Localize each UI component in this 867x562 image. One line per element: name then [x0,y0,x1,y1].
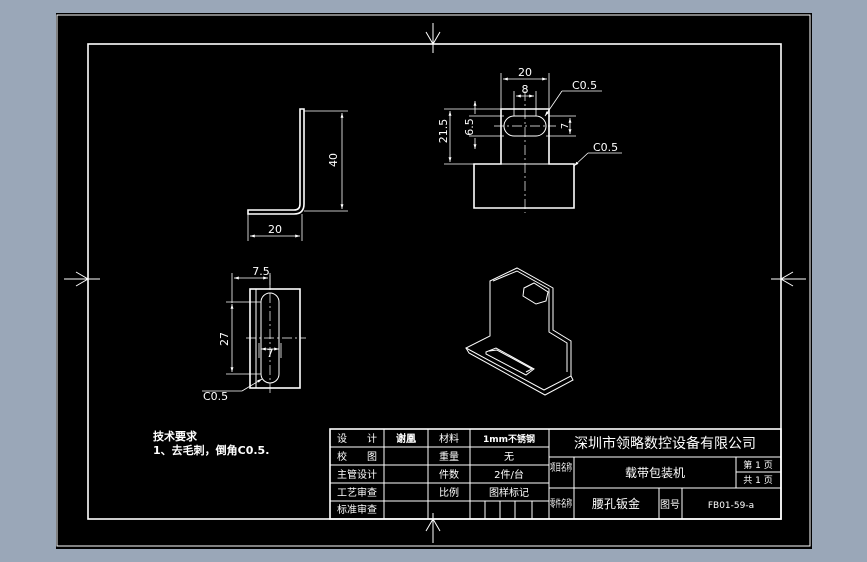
technical-notes: 技术要求 1、去毛刺，倒角C0.5. [153,429,269,457]
part-label: 零件名称 [550,497,572,510]
dim-slot-length: 8 [522,83,529,96]
dim-slot-offset: 7 [560,123,571,129]
dim-top-width: 20 [518,66,532,79]
material-value: 1mm不锈钢 [483,433,535,445]
row-label-chief: 主管设计 [337,468,377,481]
row-label-design: 设 计 [337,432,377,445]
qty-label: 件数 [439,468,459,481]
scale-label: 比例 [439,486,459,499]
dim-slot-depth: 21.5 [437,119,450,144]
dim-side-slot: 7 [267,347,274,360]
dim-front-height: 40 [327,153,340,167]
dim-front-width: 20 [268,223,282,236]
weight-value: 无 [504,452,514,463]
cad-viewport[interactable]: 40 20 20 8 C0.5 6.5 21.5 [56,13,812,549]
dim-slot-chamfer: C0.5 [572,79,597,92]
row-label-process: 工艺审查 [337,486,377,499]
sheet-label: 第 1 页 [743,459,772,471]
part-name: 腰孔钣金 [592,496,640,511]
dim-side-width: 7.5 [252,265,270,278]
notes-line1: 1、去毛刺，倒角C0.5. [153,443,269,457]
drawing-no-label: 图号 [660,499,680,511]
isometric-view [464,267,574,396]
company-name: 深圳市领略数控设备有限公司 [574,435,756,452]
drawing-no: FB01-59-a [708,501,754,511]
total-label: 共 1 页 [743,475,772,486]
project-label: 项目名称 [550,461,572,474]
title-block: 设 计 校 图 主管设计 工艺审查 标准审查 谢凰 材料 1mm不锈钢 重量 无… [329,428,782,520]
outer-frame [56,14,811,547]
dim-side-chamfer: C0.5 [203,390,228,403]
designer-name: 谢凰 [396,432,416,445]
drawing-sheet: 40 20 20 8 C0.5 6.5 21.5 [56,14,811,547]
material-label: 材料 [439,432,459,445]
row-label-standard: 标准审查 [337,503,377,516]
front-view: 40 20 [247,108,348,241]
centering-marks [64,23,806,543]
side-view: 7.5 27 7 C0.5 [202,265,306,403]
qty-value: 2件/台 [494,468,524,481]
top-view: 20 8 C0.5 6.5 21.5 7 C0.5 [437,66,622,213]
dim-slot-width: 6.5 [463,118,476,136]
dim-corner-chamfer: C0.5 [593,141,618,154]
weight-label: 重量 [439,450,459,463]
dim-side-height: 27 [218,332,231,346]
notes-heading: 技术要求 [153,429,198,443]
row-label-check: 校 图 [337,450,377,463]
mark-label: 图样标记 [489,486,529,499]
project-name: 载带包装机 [625,466,685,480]
